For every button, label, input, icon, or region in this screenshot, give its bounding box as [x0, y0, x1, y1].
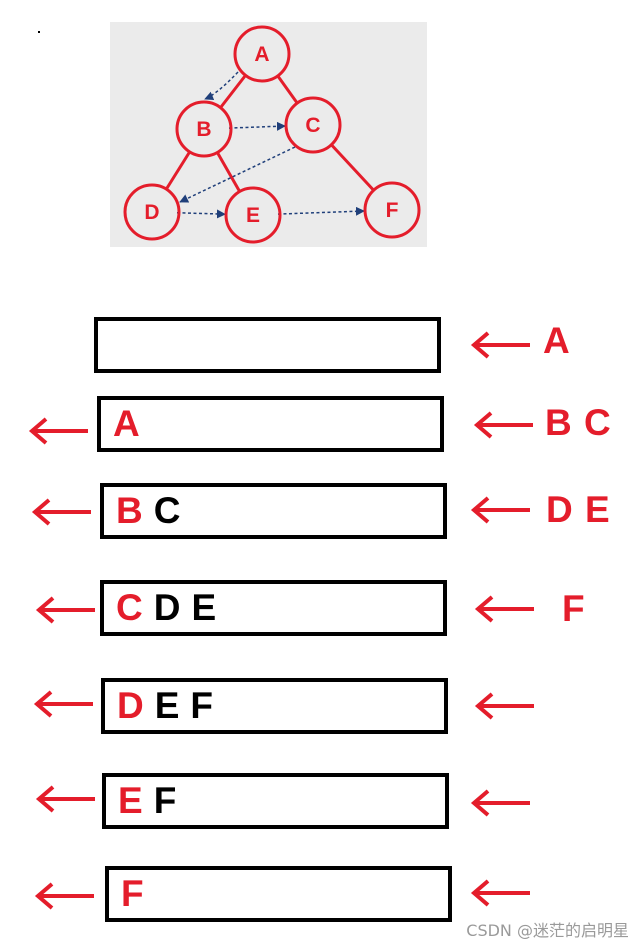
watermark: CSDN @迷茫的启明星 [466, 921, 629, 940]
tree-node-B [175, 100, 233, 158]
traversal-arrow-B-C [228, 121, 286, 131]
enqueued-label: D E [546, 489, 611, 530]
queued-node: D [153, 587, 181, 628]
dequeue-arrow [35, 785, 95, 813]
tree-node-C [284, 96, 342, 154]
enqueue-arrow [470, 496, 530, 524]
enqueued-label: B C [545, 402, 612, 443]
enqueue-arrow [474, 595, 534, 623]
dequeue-arrow [33, 690, 93, 718]
queued-node: F [153, 780, 177, 821]
queued-node: E [191, 587, 217, 628]
tree-edge-B-D [165, 151, 191, 190]
traversal-arrow-E-F [277, 206, 365, 216]
queued-node: E [154, 685, 180, 726]
tree-node-label-D: D [144, 201, 159, 224]
tree-node-label-A: A [254, 43, 269, 66]
traversal-arrow-C-D [179, 146, 296, 203]
tree-node-label-E: E [246, 204, 260, 227]
tree-svg: A B C D E F [123, 25, 421, 244]
dequeued-node: F [121, 873, 144, 914]
dequeued-node: C [116, 587, 143, 628]
enqueue-arrow [474, 692, 534, 720]
enqueued-label: A [543, 320, 571, 361]
dequeue-arrow [34, 882, 94, 910]
queue-box: A [97, 396, 444, 452]
queued-node: F [190, 685, 214, 726]
dequeue-arrow [28, 417, 88, 445]
tree-edge-A-B [219, 74, 247, 109]
queue-box [94, 317, 441, 373]
queued-node: C [153, 490, 181, 531]
tree-node-A [233, 25, 291, 83]
tree-diagram: A B C D E F [110, 22, 427, 247]
dequeued-node: A [113, 403, 140, 444]
enqueue-arrow [470, 331, 530, 359]
traversal-arrow-D-E [176, 209, 226, 219]
tree-node-label-C: C [305, 114, 320, 137]
tree-edge-B-E [216, 151, 241, 193]
tree-node-label-B: B [196, 118, 211, 141]
stray-dot [38, 31, 40, 33]
enqueue-arrow [473, 411, 533, 439]
tree-node-label-F: F [386, 199, 399, 222]
traversal-arrow-A-B [204, 71, 239, 101]
dequeued-node: B [116, 490, 143, 531]
tree-node-D [123, 183, 181, 241]
dequeued-node: E [118, 780, 143, 821]
dequeued-node: D [117, 685, 144, 726]
tree-node-E [224, 186, 282, 244]
queue-box: F [105, 866, 452, 922]
enqueue-arrow [470, 789, 530, 817]
enqueue-arrow [470, 879, 530, 907]
tree-node-F [363, 181, 421, 239]
enqueued-label: F [562, 588, 586, 629]
dequeue-arrow [35, 596, 95, 624]
tree-edge-C-F [330, 143, 375, 192]
dequeue-arrow [31, 498, 91, 526]
tree-edge-A-C [276, 75, 299, 104]
